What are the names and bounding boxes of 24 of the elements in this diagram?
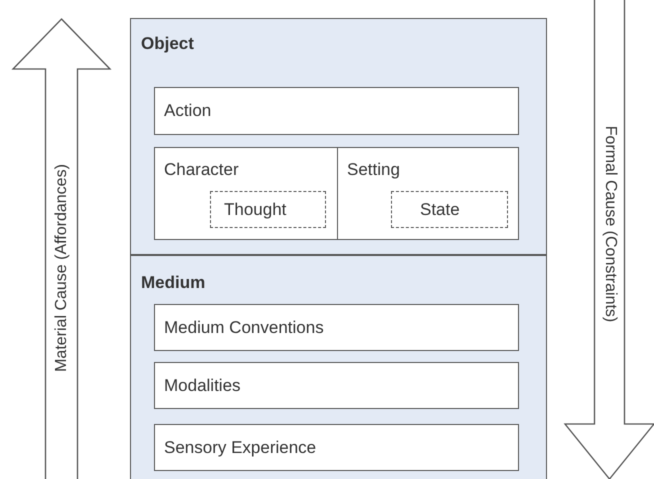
dashed-box (391, 191, 508, 228)
element-box (154, 87, 519, 135)
box-label: Setting (347, 160, 400, 180)
box-label: Thought (224, 200, 286, 220)
arrow-label: Material Cause (Affordances) (52, 164, 70, 372)
layer-panel (130, 255, 547, 479)
box-label: Action (164, 101, 212, 121)
box-label: Modalities (164, 376, 241, 396)
box-label: Sensory Experience (164, 438, 316, 458)
box-label: Character (164, 160, 239, 180)
dashed-box (210, 191, 326, 228)
block-arrow (13, 19, 110, 479)
element-box (154, 147, 338, 240)
layer-title: Medium (141, 273, 206, 293)
layer-panel (130, 18, 547, 255)
element-box (154, 362, 519, 409)
box-label: State (420, 200, 460, 220)
element-box (154, 424, 519, 471)
block-arrow (565, 0, 654, 479)
arrow-label: Formal Cause (Constraints) (600, 126, 620, 322)
element-box (154, 304, 519, 351)
layer-title: Object (141, 34, 194, 54)
element-box (337, 147, 519, 240)
box-label: Medium Conventions (164, 318, 324, 338)
